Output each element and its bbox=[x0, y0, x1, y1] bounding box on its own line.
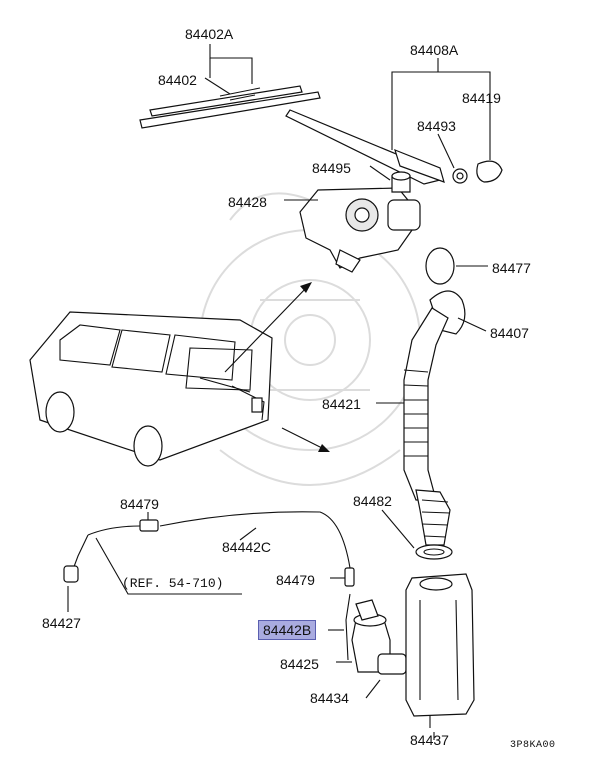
reference-note: (REF. 54-710) bbox=[122, 576, 224, 591]
label-84408A: 84408A bbox=[410, 42, 459, 58]
label-84479-upper: 84479 bbox=[120, 496, 159, 512]
wiper-motor bbox=[299, 171, 421, 273]
label-84419: 84419 bbox=[462, 90, 501, 106]
label-84421: 84421 bbox=[322, 396, 361, 412]
label-84427: 84427 bbox=[42, 615, 81, 631]
wiper-arm bbox=[285, 109, 445, 185]
grommet bbox=[425, 247, 455, 285]
label-84482: 84482 bbox=[353, 493, 392, 509]
wiper-nut-cap bbox=[452, 160, 503, 184]
washer-hose-lines bbox=[63, 511, 355, 661]
pointer-arrows bbox=[224, 282, 330, 452]
diagram-code: 3P8KA00 bbox=[510, 740, 556, 751]
label-84495: 84495 bbox=[312, 160, 351, 176]
label-84425: 84425 bbox=[280, 656, 319, 672]
label-84428: 84428 bbox=[228, 194, 267, 210]
label-84437: 84437 bbox=[410, 732, 449, 748]
label-84402A: 84402A bbox=[185, 26, 234, 42]
washer-tank bbox=[405, 573, 475, 728]
label-84477: 84477 bbox=[492, 260, 531, 276]
van-illustration bbox=[29, 311, 273, 467]
label-84442C: 84442C bbox=[222, 539, 272, 555]
washer-pump bbox=[351, 599, 407, 675]
wiper-blade bbox=[139, 85, 321, 129]
label-84407: 84407 bbox=[490, 325, 529, 341]
label-84434: 84434 bbox=[310, 690, 349, 706]
ref-bracket bbox=[95, 537, 242, 595]
label-84402: 84402 bbox=[158, 72, 197, 88]
label-84493: 84493 bbox=[417, 118, 456, 134]
washer-hose-assembly bbox=[403, 290, 466, 560]
label-84442B-highlighted[interactable]: 84442B bbox=[258, 620, 317, 640]
leader-lines bbox=[67, 44, 491, 740]
label-84479-lower: 84479 bbox=[276, 572, 315, 588]
